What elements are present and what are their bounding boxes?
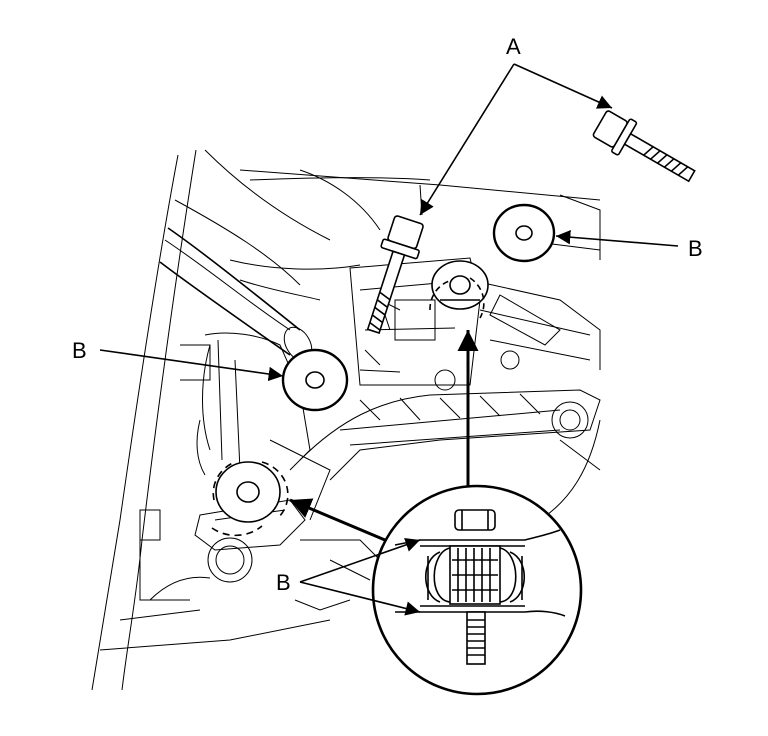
mount-point-upper xyxy=(429,260,489,319)
detail-inset xyxy=(371,484,583,696)
label-b-inset: B xyxy=(276,570,291,595)
engine-background-lines xyxy=(91,149,601,691)
inset-indicator-arrows xyxy=(289,330,479,542)
leader-lines xyxy=(99,63,679,616)
washer-upper-right xyxy=(492,203,556,263)
washer-left xyxy=(281,348,349,412)
label-b-washer-right: B xyxy=(688,236,703,261)
label-b-washer-left: B xyxy=(72,338,87,363)
mount-point-lower xyxy=(211,461,289,537)
label-a-bolt: A xyxy=(506,34,521,59)
bolt-upper-right xyxy=(592,110,696,183)
bolt-long-center xyxy=(366,215,424,335)
